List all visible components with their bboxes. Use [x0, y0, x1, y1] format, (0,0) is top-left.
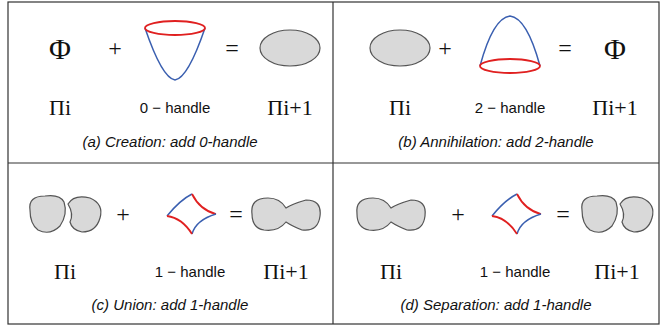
stage-label: Πi+1 — [263, 260, 308, 284]
panel-caption: (c) Union: add 1-handle — [92, 297, 249, 314]
operator: = — [558, 35, 572, 61]
symbol: Φ — [49, 32, 71, 65]
stage-label: Πi — [54, 260, 76, 284]
stage-label: Πi+1 — [594, 260, 639, 284]
panel-caption: (d) Separation: add 1-handle — [401, 297, 592, 314]
symbol: Φ — [604, 32, 626, 65]
operator: = — [556, 201, 570, 227]
handle-label: 1 − handle — [480, 264, 550, 281]
handle-label: 2 − handle — [475, 100, 545, 117]
stage-label: Πi+1 — [592, 96, 637, 120]
operator: = — [225, 35, 239, 61]
operator: = — [229, 201, 243, 227]
operator: + — [116, 201, 130, 227]
operator: + — [438, 35, 452, 61]
stage-label: Πi+1 — [267, 96, 312, 120]
stage-label: Πi — [389, 96, 411, 120]
operator: + — [108, 35, 122, 61]
handle-label: 0 − handle — [140, 100, 210, 117]
operator: + — [451, 201, 465, 227]
handle-label: 1 − handle — [155, 264, 225, 281]
stage-label: Πi — [49, 96, 71, 120]
stage-label: Πi — [380, 260, 402, 284]
panel-caption: (a) Creation: add 0-handle — [82, 134, 257, 151]
panel-caption: (b) Annihilation: add 2-handle — [398, 134, 593, 151]
